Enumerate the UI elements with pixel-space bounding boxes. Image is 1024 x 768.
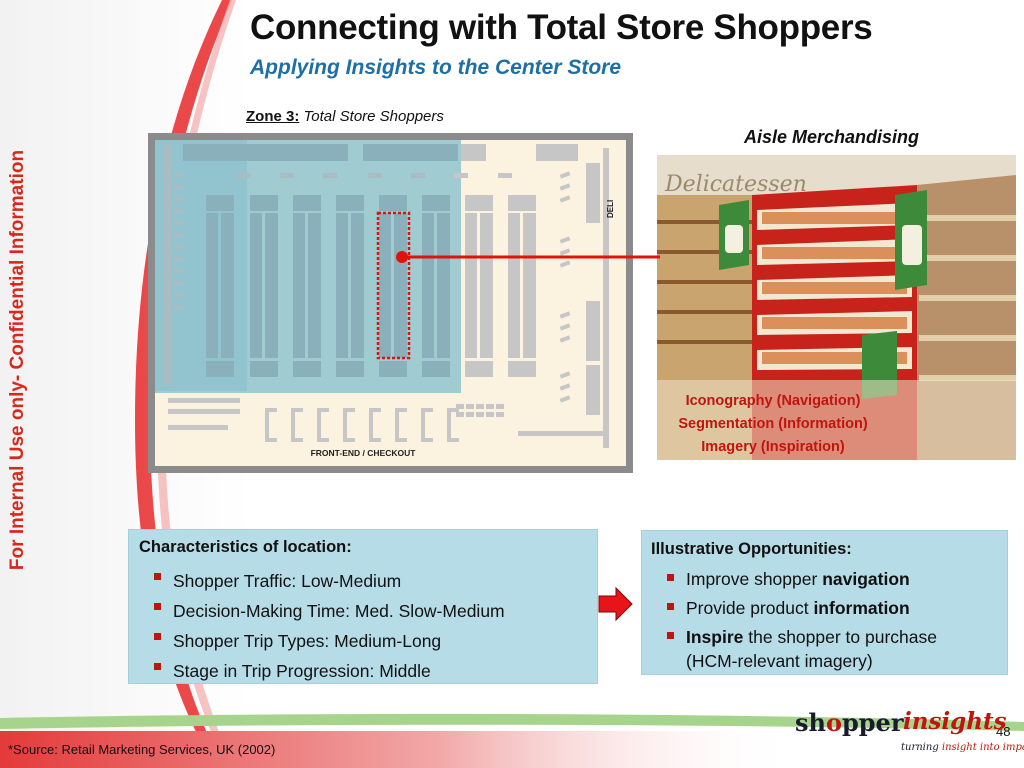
logo-tagline: turning insight into impact	[901, 742, 1024, 753]
bullet-icon	[667, 603, 674, 610]
top-fixture	[536, 144, 578, 161]
zone-description: Total Store Shoppers	[303, 108, 444, 125]
list-item: Inspire the shopper to purchase (HCM-rel…	[662, 625, 992, 673]
caption-iconography: Iconography (Navigation)	[685, 393, 861, 409]
bullet-icon	[154, 603, 161, 610]
logo-word-shopper: shopper	[795, 708, 904, 737]
list-item-text: Provide product	[686, 598, 814, 618]
photo-caption: Iconography (Navigation) Segmentation (I…	[657, 390, 889, 459]
list-item: Shopper Trip Types: Medium-Long	[149, 626, 505, 656]
list-item: Shopper Traffic: Low-Medium	[149, 566, 505, 596]
highlighted-aisle	[376, 211, 411, 360]
bullet-icon	[154, 573, 161, 580]
bullet-icon	[154, 633, 161, 640]
list-item: Decision-Making Time: Med. Slow-Medium	[149, 596, 505, 626]
aisle-merchandising-title: Aisle Merchandising	[744, 127, 920, 147]
list-item-text: Decision-Making Time: Med. Slow-Medium	[173, 601, 505, 621]
characteristics-list: Shopper Traffic: Low-Medium Decision-Mak…	[149, 566, 505, 686]
zone-name: Zone 3:	[246, 108, 300, 125]
top-fixture	[461, 144, 486, 161]
characteristics-box: Characteristics of location: Shopper Tra…	[128, 529, 598, 684]
store-floor-plan: DELI FRONT-END / CHECKOUT	[148, 133, 633, 473]
svg-text:Delicatessen: Delicatessen	[664, 172, 807, 197]
list-item-emphasis: information	[813, 598, 910, 618]
characteristics-heading: Characteristics of location:	[139, 538, 352, 556]
source-note: *Source: Retail Marketing Services, UK (…	[8, 742, 276, 757]
list-item-text: Shopper Traffic: Low-Medium	[173, 571, 402, 591]
page-title: Connecting with Total Store Shoppers	[250, 8, 873, 47]
list-item-emphasis: navigation	[822, 569, 910, 589]
aisle-photo: Delicatessen	[657, 155, 1016, 460]
list-item-emphasis: Inspire	[686, 627, 744, 647]
gondola-aisles	[206, 195, 536, 377]
opportunities-list: Improve shopper navigation Provide produ…	[662, 567, 992, 678]
list-item-text: the shopper to purchase (HCM-relevant im…	[686, 627, 937, 671]
zone-label: Zone 3: Total Store Shoppers	[246, 108, 444, 125]
caption-imagery: Imagery (Inspiration)	[701, 439, 845, 455]
page-number: 48	[996, 724, 1011, 739]
opportunities-box: Illustrative Opportunities: Improve shop…	[641, 530, 1008, 675]
bullet-icon	[154, 663, 161, 670]
footer-bar	[0, 731, 800, 768]
opportunities-heading: Illustrative Opportunities:	[651, 540, 852, 558]
confidential-text: For Internal Use only- Confidential Info…	[7, 149, 28, 571]
list-item-text: Improve shopper	[686, 569, 823, 589]
top-fixture	[363, 144, 458, 161]
logo-word-insights: insights	[903, 708, 1007, 735]
list-item: Provide product information	[662, 596, 992, 620]
list-item-text: Stage in Trip Progression: Middle	[173, 661, 431, 681]
bullet-icon	[667, 574, 674, 581]
left-wall-units	[163, 145, 184, 385]
deli-label: DELI	[606, 200, 615, 218]
shopper-insights-logo: shopper insights turning insight into im…	[795, 708, 1024, 760]
right-side-units	[559, 148, 609, 448]
confidential-side-label: For Internal Use only- Confidential Info…	[4, 120, 32, 600]
list-item: Improve shopper navigation	[662, 567, 992, 591]
top-tick-units	[236, 173, 425, 178]
bullet-icon	[667, 632, 674, 639]
top-fixture	[183, 144, 348, 161]
caption-segmentation: Segmentation (Information)	[678, 416, 868, 432]
page-subtitle: Applying Insights to the Center Store	[250, 56, 622, 79]
aisle-connector	[396, 251, 660, 263]
list-item: Stage in Trip Progression: Middle	[149, 656, 505, 686]
checkout-label: FRONT-END / CHECKOUT	[311, 448, 417, 458]
right-arrow-icon	[598, 586, 633, 622]
list-item-text: Shopper Trip Types: Medium-Long	[173, 631, 442, 651]
front-end-units	[168, 398, 603, 442]
